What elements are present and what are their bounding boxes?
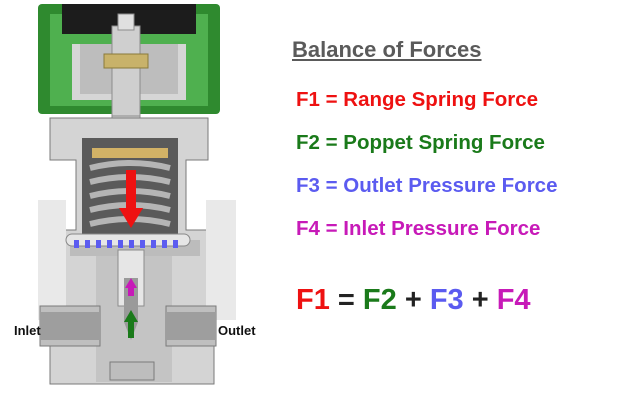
outlet-port <box>165 305 217 347</box>
equation-plus-2: + <box>471 284 489 316</box>
force-f2-label: F2 = Poppet Spring Force <box>296 131 545 154</box>
inlet-pressure-force-arrow <box>124 310 138 338</box>
outlet-pressure-arrow <box>74 240 79 248</box>
bottom-plug <box>109 361 155 381</box>
poppet-force-arrows <box>125 278 137 296</box>
outlet-pressure-arrow <box>85 240 90 248</box>
force-f1-label: F1 = Range Spring Force <box>296 88 539 111</box>
equation-term-f4: F4 <box>496 284 531 316</box>
outlet-pressure-arrow <box>129 240 134 248</box>
outlet-pressure-arrow <box>162 240 167 248</box>
equation-equals: = <box>337 284 355 316</box>
diaphragm <box>65 233 191 248</box>
range-spring-force-arrow <box>119 170 143 228</box>
outlet-pressure-arrow <box>107 240 112 248</box>
outlet-pressure-arrows <box>74 240 178 248</box>
inlet-port <box>39 305 101 347</box>
outlet-pressure-arrow <box>140 240 145 248</box>
equation-term-f1: F1 <box>296 284 330 316</box>
equation-term-f3: F3 <box>429 284 464 316</box>
outlet-pressure-arrow <box>151 240 156 248</box>
outlet-pressure-arrow <box>96 240 101 248</box>
inlet-label: Inlet <box>14 323 41 338</box>
equation-plus-1: + <box>404 284 422 316</box>
regulator-cross-section <box>38 4 236 385</box>
force-f3-label: F3 = Outlet Pressure Force <box>296 174 558 197</box>
equation-term-f2: F2 <box>362 284 397 316</box>
outlet-pressure-arrow <box>173 240 178 248</box>
outlet-label: Outlet <box>218 323 256 338</box>
force-f4-label: F4 = Inlet Pressure Force <box>296 217 541 240</box>
outlet-pressure-arrow <box>118 240 123 248</box>
legend-heading: Balance of Forces <box>292 37 482 62</box>
force-balance-equation: F1 = F2 + F3 + F4 <box>296 284 531 317</box>
